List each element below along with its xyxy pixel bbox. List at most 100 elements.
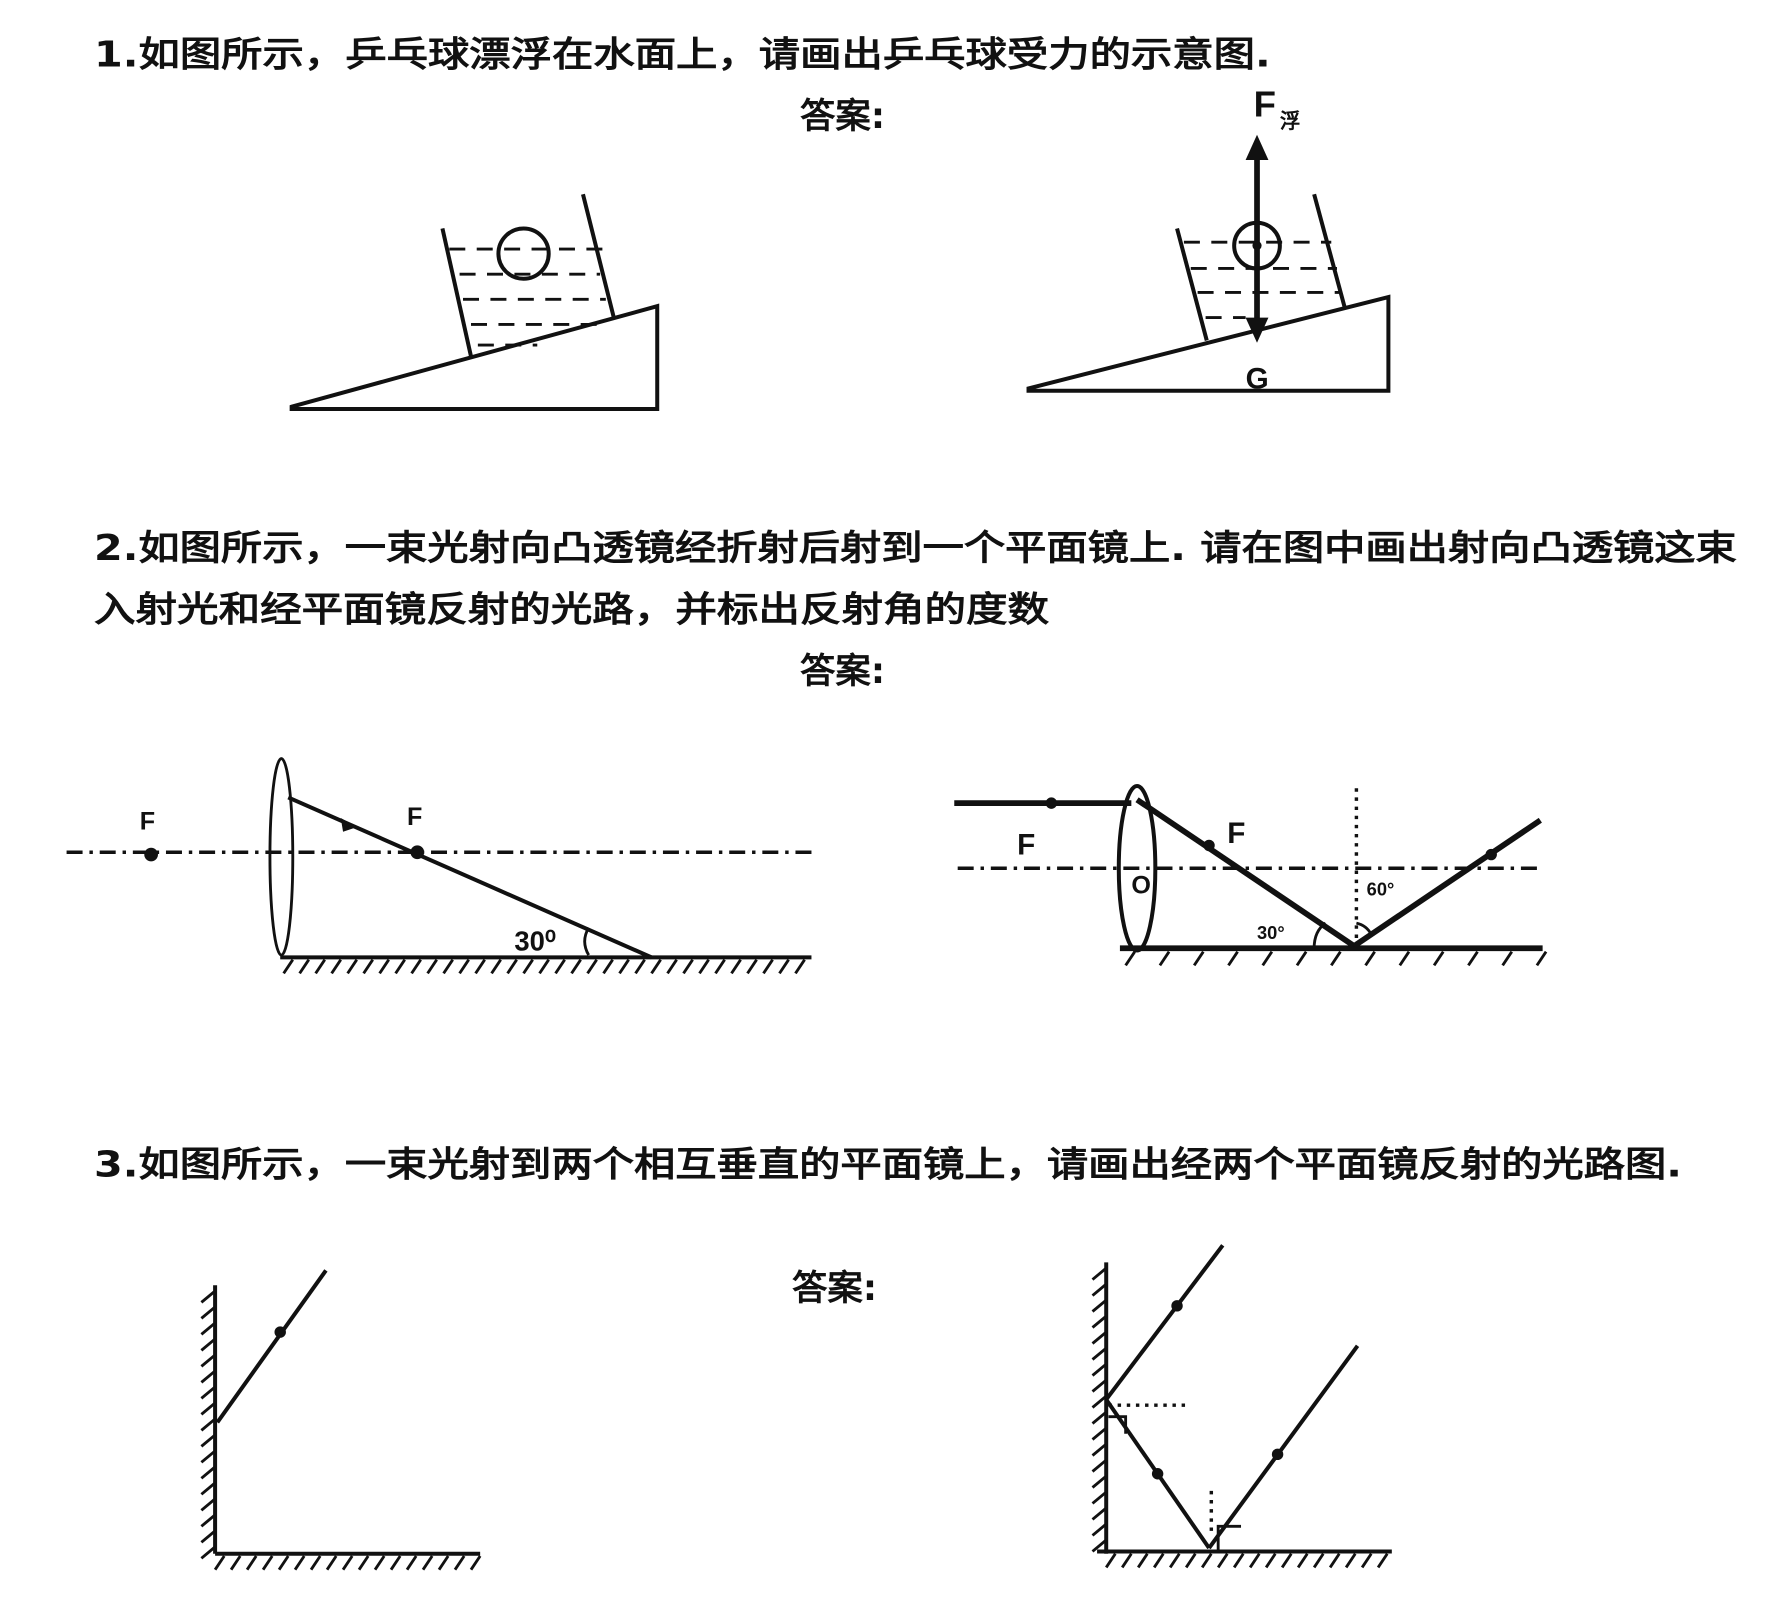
ray-arrow-icon: [274, 1326, 286, 1338]
hatch-mark: [1091, 1299, 1108, 1313]
q1-answer-diagram: F 浮 G: [1026, 84, 1391, 395]
hatch-mark: [682, 958, 694, 975]
hatch-mark: [1091, 1490, 1108, 1505]
hatch-mark: [1091, 1330, 1108, 1345]
hatch-mark: [570, 958, 582, 975]
question-3-text: 3.如图所示，一束光射到两个相互垂直的平面镜上，请画出经两个平面镜反射的光路图.: [94, 1145, 1682, 1186]
hatch-mark: [1432, 950, 1445, 967]
hatch-mark: [213, 1555, 226, 1571]
hatch-mark: [373, 1555, 386, 1571]
angle-label: 30⁰: [514, 926, 555, 957]
hatch-mark: [277, 1555, 290, 1571]
hatch-mark: [1264, 1552, 1277, 1569]
hatch-mark: [421, 1555, 434, 1571]
focus-point-right: [410, 845, 425, 860]
hatch-mark: [200, 1337, 217, 1352]
question-3-answer-label: 答案:: [792, 1268, 877, 1309]
hatch-mark: [330, 958, 342, 975]
hatch-mark: [778, 958, 790, 975]
hatch-mark: [1091, 1458, 1108, 1473]
hatch-mark: [314, 958, 326, 975]
hatch-mark: [229, 1555, 242, 1571]
hatch-mark: [437, 1555, 450, 1571]
hatch-mark: [200, 1305, 217, 1320]
hatch-mark: [634, 958, 646, 975]
mirror-hatching: [1091, 1267, 1389, 1569]
ray-arrow-icon: [1045, 797, 1058, 809]
hatch-mark: [1328, 1552, 1341, 1569]
beaker-right-wall: [581, 193, 616, 319]
hatch-mark: [200, 1289, 217, 1304]
ray-arrow-icon: [1485, 848, 1497, 861]
incline: [289, 303, 660, 411]
hatch-mark: [389, 1555, 402, 1571]
hatch-mark: [1280, 1552, 1293, 1569]
angle-arc: [1312, 921, 1327, 949]
hatch-mark: [245, 1555, 258, 1571]
convex-lens: [268, 757, 295, 957]
focus-label-right: F: [407, 803, 422, 831]
hatch-mark: [200, 1497, 217, 1512]
hatch-mark: [1137, 1552, 1149, 1569]
hatch-mark: [200, 1449, 217, 1464]
q1-problem-diagram: [289, 193, 660, 411]
hatch-mark: [1091, 1474, 1108, 1489]
hatch-mark: [1091, 1378, 1108, 1393]
reflection-angle-label: 60°: [1367, 879, 1395, 900]
hatch-mark: [650, 958, 662, 975]
hatch-mark: [714, 958, 726, 975]
hatch-mark: [1227, 950, 1239, 967]
hatch-mark: [378, 958, 390, 975]
hatch-mark: [1091, 1394, 1108, 1409]
question-2-answer-label: 答案:: [800, 651, 885, 692]
hatch-mark: [1091, 1522, 1108, 1537]
hatch-mark: [1184, 1552, 1197, 1569]
hatch-mark: [1398, 950, 1411, 967]
hatch-mark: [1364, 950, 1376, 967]
hatch-mark: [458, 958, 470, 975]
hatch-mark: [1168, 1552, 1181, 1569]
beaker-right-wall: [1312, 193, 1347, 309]
focus-label-left: F: [140, 807, 155, 835]
hatch-mark: [1467, 950, 1479, 967]
hatch-mark: [469, 1555, 482, 1571]
hatch-mark: [1535, 950, 1548, 967]
hatch-mark: [1360, 1552, 1373, 1569]
incline: [1026, 294, 1391, 393]
ray-arrow-icon: [1271, 1448, 1284, 1461]
gravity-label: G: [1246, 362, 1269, 395]
hatch-mark: [1330, 950, 1342, 967]
question-1-answer-label: 答案:: [800, 96, 885, 137]
hatch-mark: [200, 1353, 217, 1368]
center-point: [1252, 241, 1262, 251]
hatch-mark: [1376, 1552, 1389, 1569]
ray-arrow-icon: [1151, 1468, 1164, 1480]
hatch-mark: [1091, 1283, 1108, 1297]
hatch-mark: [426, 958, 438, 975]
hatch-mark: [1192, 950, 1205, 967]
hatch-mark: [293, 1555, 306, 1571]
hatch-mark: [453, 1555, 466, 1571]
hatch-mark: [538, 958, 550, 975]
hatch-mark: [1124, 950, 1136, 967]
question-2-text-line1: 2.如图所示，一束光射向凸透镜经折射后射到一个平面镜上. 请在图中画出射向凸透镜…: [94, 528, 1738, 569]
hatch-mark: [1121, 1552, 1133, 1569]
hatch-mark: [394, 958, 406, 975]
ray-arrow-icon: [1171, 1300, 1183, 1312]
hatch-mark: [1091, 1538, 1108, 1553]
hatch-mark: [1091, 1315, 1108, 1329]
hatch-mark: [506, 958, 518, 975]
buoyancy-arrowhead-icon: [1245, 134, 1269, 160]
second-reflected-ray: [1207, 1344, 1360, 1550]
angle-arc: [583, 926, 590, 956]
hatch-mark: [200, 1385, 217, 1400]
hatch-mark: [1091, 1426, 1108, 1441]
hatch-mark: [200, 1433, 217, 1448]
hatch-mark: [1105, 1552, 1117, 1569]
right-angle-mark: [1216, 1524, 1242, 1552]
hatch-mark: [1344, 1552, 1357, 1569]
hatch-mark: [200, 1513, 217, 1528]
hatch-mark: [794, 958, 806, 975]
ping-pong-ball: [496, 226, 551, 281]
